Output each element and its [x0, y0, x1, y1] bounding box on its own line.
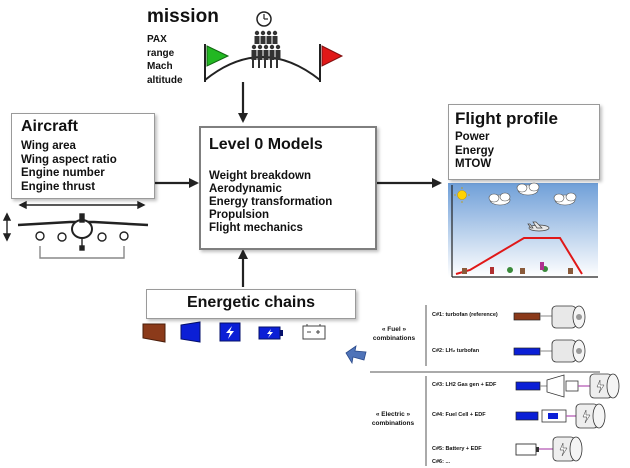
chain-c6-label: C#6: ...: [432, 459, 451, 465]
energy-chain-icons: [142, 321, 326, 343]
mission-item-pax: PAX: [147, 34, 167, 45]
flight-profile-chart: [448, 182, 598, 278]
mission-item-range: range: [147, 47, 175, 59]
chain-c1-icons: [513, 305, 586, 329]
chain-c4-icons: [515, 403, 606, 429]
chain-c2-label: C#2: LH₂ turbofan: [432, 348, 480, 354]
sun-icon: [454, 187, 470, 203]
aircraft-item-engine-number: Engine number: [21, 167, 105, 179]
flight-profile-box: Flight profile Power Energy MTOW: [448, 104, 600, 180]
flight-profile-title: Flight profile: [455, 109, 558, 128]
level0-models-box: Level 0 Models Weight breakdown Aerodyna…: [199, 126, 377, 250]
aircraft-front-view-icon: [2, 200, 149, 259]
flight-profile-list: Power Energy MTOW: [455, 131, 494, 172]
electric-combinations-label: « Electric » combinations: [371, 411, 415, 427]
energetic-chains-title: Energetic chains: [186, 294, 316, 311]
turbofan-icon: [180, 321, 201, 343]
energetic-chains-box: Energetic chains: [146, 289, 356, 319]
flight-profile-item-power: Power: [455, 131, 490, 143]
mission-item-altitude: altitude: [147, 74, 183, 86]
mission-item-mach: Mach: [147, 61, 173, 72]
chain-c3-label: C#3: LH2 Gas gen + EDF: [432, 382, 497, 388]
level0-title: Level 0 Models: [209, 136, 323, 153]
level0-item-energy-transformation: Energy transformation: [209, 196, 333, 208]
clock-icon: [256, 11, 272, 27]
level0-list: Weight breakdown Aerodynamic Energy tran…: [209, 170, 332, 235]
level0-item-aerodynamic: Aerodynamic: [209, 183, 282, 195]
ground-scenery: [462, 262, 573, 274]
aircraft-item-wing-area: Wing area: [21, 140, 76, 152]
flight-profile-item-mtow: MTOW: [455, 158, 492, 170]
chain-c1-label: C#1: turbofan (reference): [432, 312, 498, 318]
chain-c4-label: C#4: Fuel Cell + EDF: [432, 412, 486, 418]
level0-item-propulsion: Propulsion: [209, 209, 270, 221]
aircraft-list: Wing area Wing aspect ratio Engine numbe…: [21, 140, 117, 194]
chain-c5-label: C#5: Battery + EDF: [432, 446, 482, 452]
aircraft-title: Aircraft: [21, 118, 78, 135]
battery-outline-icon: [302, 324, 326, 340]
start-flag-icon: [204, 44, 230, 82]
aircraft-item-wing-aspect-ratio: Wing aspect ratio: [21, 153, 117, 166]
end-flag-icon: [319, 44, 344, 82]
chain-c2-icons: [513, 339, 586, 363]
cloud-icon: [553, 192, 577, 206]
fuel-tank-icon: [142, 323, 166, 343]
level0-item-weight-breakdown: Weight breakdown: [209, 170, 312, 182]
cloud-icon: [516, 182, 540, 196]
level0-item-flight-mechanics: Flight mechanics: [209, 222, 303, 234]
blue-pointer-arrow-icon: [345, 345, 367, 365]
aircraft-item-engine-thrust: Engine thrust: [21, 180, 96, 193]
flight-profile-item-energy: Energy: [455, 144, 494, 157]
mission-arc: [204, 56, 321, 81]
battery-icon: [258, 326, 283, 340]
fuel-cell-icon: [219, 322, 241, 342]
cloud-icon: [488, 192, 511, 206]
passengers-icon: [251, 30, 281, 68]
chain-c3-icons: [515, 373, 620, 399]
aircraft-box: Aircraft Wing area Wing aspect ratio Eng…: [11, 113, 155, 199]
mission-list: PAX range Mach altitude: [147, 33, 183, 87]
mission-title: mission: [147, 6, 219, 27]
airplane-icon: [527, 221, 550, 232]
chain-c5-icons: [515, 436, 583, 462]
fuel-combinations-label: « Fuel » combinations: [372, 326, 416, 342]
